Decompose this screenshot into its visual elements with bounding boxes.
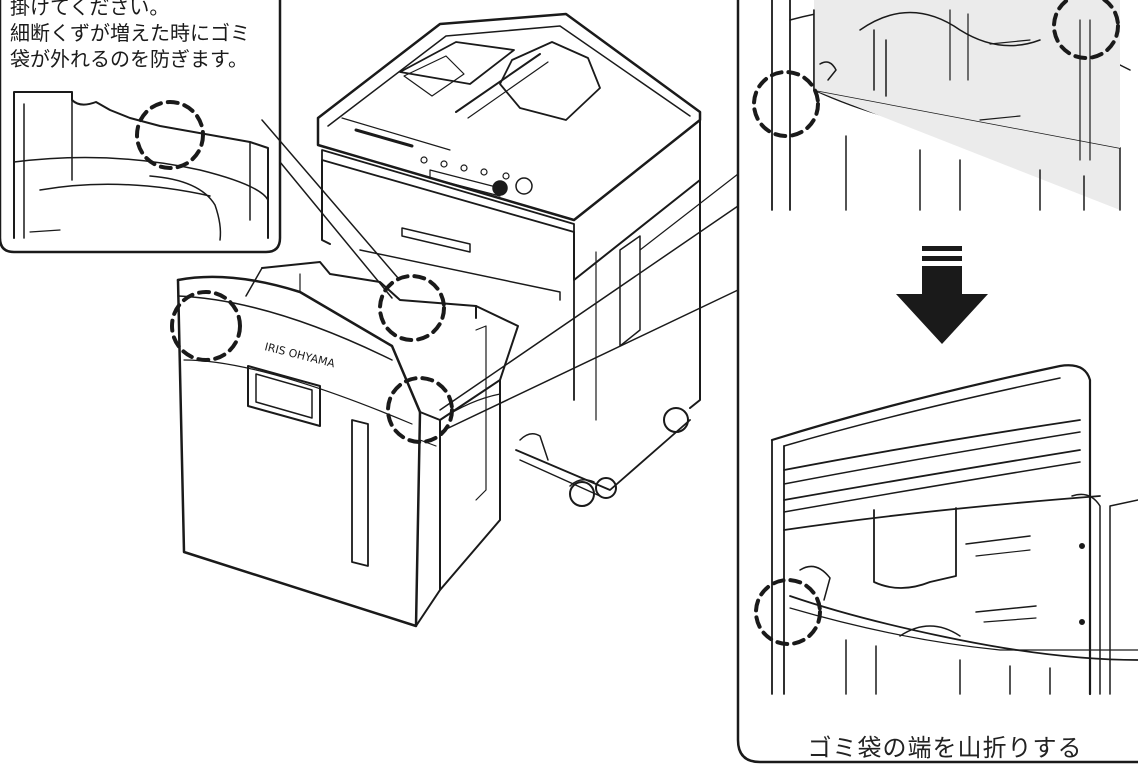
bag-after-illustration bbox=[754, 364, 1138, 696]
bin-corner-highlight-circle bbox=[170, 290, 242, 362]
fold-caption: ゴミ袋の端を山折りする bbox=[807, 734, 1083, 762]
waste-bin bbox=[176, 261, 519, 628]
leader-line-right bbox=[439, 205, 739, 433]
callout-line-1: 掛けてください。 bbox=[10, 0, 170, 19]
fold-corner-highlight-circle bbox=[754, 578, 822, 646]
callout-box bbox=[0, 0, 282, 254]
shredder-unit bbox=[316, 12, 702, 507]
callout-text: 掛けてください。 細断くずが増えた時にゴミ 袋が外れるのを防ぎます。 bbox=[10, 0, 250, 72]
bin-hook-highlight-circle bbox=[378, 274, 446, 342]
leader-line-callout bbox=[261, 119, 399, 299]
right-callout-box bbox=[736, 0, 1138, 764]
callout-line-3: 袋が外れるのを防ぎます。 bbox=[10, 47, 248, 71]
bag-before-illustration bbox=[752, 0, 1131, 211]
bag-corner-highlight-circle bbox=[752, 70, 820, 138]
hook-highlight-circle bbox=[135, 100, 205, 170]
bag-top-highlight-circle bbox=[1052, 0, 1120, 60]
brand-label: IRIS OHYAMA bbox=[263, 340, 336, 370]
down-arrow-icon bbox=[896, 246, 988, 344]
bin-side-highlight-circle bbox=[386, 376, 454, 444]
callout-line-2: 細断くずが増えた時にゴミ bbox=[10, 21, 250, 45]
